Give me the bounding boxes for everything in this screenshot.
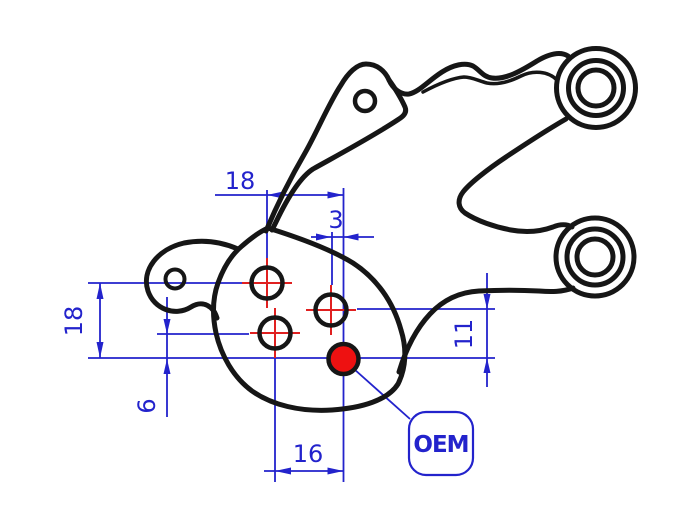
- part-outline-layer: [144, 46, 638, 413]
- upper-tab-hole: [352, 88, 378, 114]
- left-tab-outline: [144, 238, 241, 321]
- oem-leader-line: [353, 368, 411, 420]
- bushing-notch-edge: [456, 116, 575, 234]
- lower-bushing-outer-ring: [553, 215, 637, 299]
- arrow-top-width-right: [327, 191, 344, 199]
- oem-callout-box: [407, 410, 475, 477]
- lower-bushing-middle-ring: [564, 226, 626, 288]
- oem-callout-label: OEM: [413, 432, 468, 458]
- arrow-lower-gap-top: [163, 319, 171, 334]
- mount-hole-middle-right: [313, 292, 349, 328]
- oem-hole-group: [326, 341, 361, 377]
- lower-bushing-rings: [553, 215, 637, 299]
- upper-arm-inner-line: [421, 70, 559, 94]
- arrow-bottom-width-left: [275, 467, 291, 475]
- oem-hole: [326, 341, 361, 377]
- upper-bushing-rings: [554, 46, 638, 130]
- mount-hole-upper-left: [249, 265, 285, 301]
- dim-top-width-label: 18: [225, 167, 256, 195]
- mount-hole-lower-left: [257, 315, 293, 351]
- upper-bushing-bore: [575, 67, 617, 109]
- dim-hole-gap-label: 3: [328, 206, 343, 234]
- dimension-layer: [88, 188, 495, 482]
- dim-lower-gap-label: 6: [133, 398, 161, 413]
- arrow-hole-gap-left: [316, 233, 331, 241]
- arrow-left-height-top: [96, 283, 104, 299]
- dim-bottom-width-label: 16: [293, 440, 324, 468]
- lower-arm-bottom-edge: [396, 285, 576, 375]
- main-body-outline: [211, 225, 408, 413]
- upper-bushing-outer-ring: [554, 46, 638, 130]
- arrow-lower-gap-bottom: [163, 359, 171, 374]
- arrow-bottom-width-right: [327, 467, 344, 475]
- dimension-arrowheads: [96, 191, 491, 475]
- arrow-left-height-bottom: [96, 342, 104, 358]
- dim-left-height-label: 18: [60, 306, 88, 337]
- upper-bushing-middle-ring: [566, 58, 626, 118]
- upper-arm-right-edge: [269, 77, 409, 233]
- oem-callout-label-group: OEM: [413, 432, 469, 458]
- lower-bushing-bore: [574, 236, 616, 278]
- upper-arm-top-edge: [263, 51, 571, 234]
- left-tab-hole: [163, 267, 187, 291]
- arrow-hole-gap-right: [343, 233, 359, 241]
- arrow-right-height-top: [483, 294, 491, 309]
- dimension-labels: 18 3 16 18 6 11: [60, 167, 478, 468]
- dim-right-height-label: 11: [450, 319, 478, 350]
- arrow-right-height-bottom: [483, 358, 491, 373]
